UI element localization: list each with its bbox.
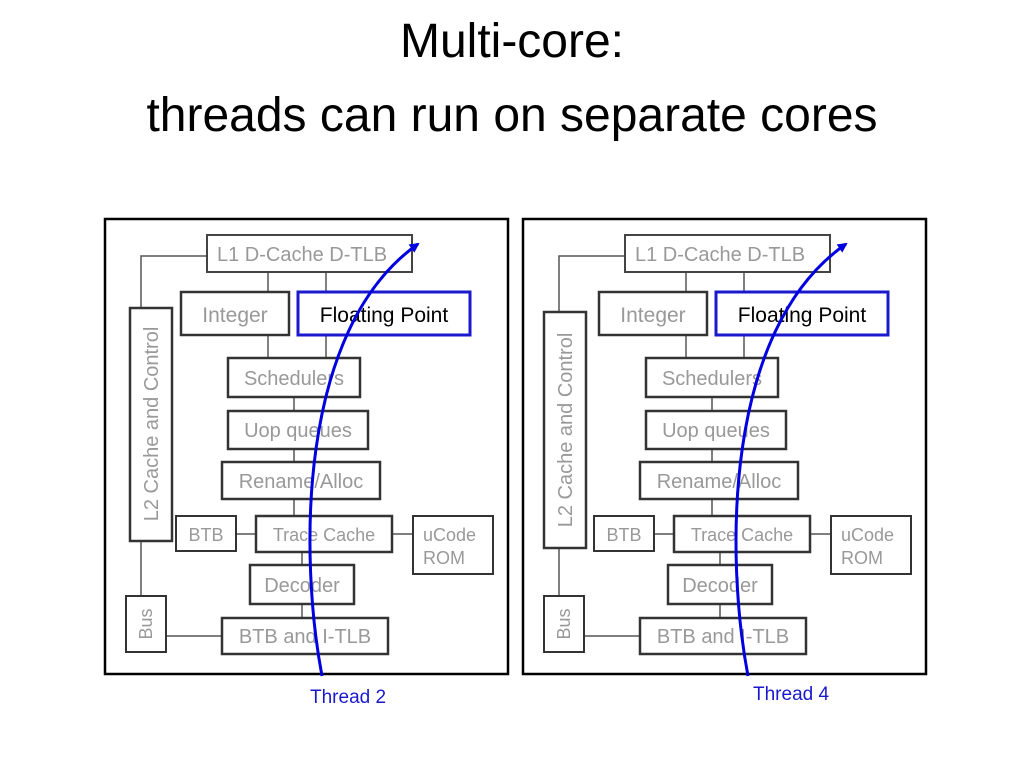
rename-alloc-block <box>220 460 382 501</box>
bus-label: Bus <box>136 608 156 639</box>
schedulers-block <box>226 356 362 399</box>
floating-point-label: Floating Point <box>320 304 449 327</box>
thread-label: Thread 2 <box>310 687 386 708</box>
btb-block <box>175 515 237 552</box>
integer-label: Integer <box>202 304 267 327</box>
core-2: L1 D-Cache D-TLB Integer Floating Point … <box>521 217 928 705</box>
uop-queues-label: Uop queues <box>244 420 352 442</box>
core-1: L1 D-Cache D-TLB Integer Floating Point … <box>103 217 510 708</box>
trace-cache-label: Trace Cache <box>691 525 793 545</box>
l1-cache-label: L1 D-Cache D-TLB <box>217 244 387 266</box>
l1-cache-block <box>206 234 413 273</box>
schedulers-label: Schedulers <box>662 368 762 390</box>
thread-label: Thread 4 <box>753 684 829 705</box>
btb-itlb-label: BTB and I-TLB <box>239 626 371 648</box>
decoder-block <box>666 563 774 606</box>
ucode-rom-block <box>412 515 494 575</box>
btb-itlb-label: BTB and I-TLB <box>657 626 789 648</box>
decoder-label: Decoder <box>682 575 758 597</box>
rom-label: ROM <box>423 548 465 568</box>
l2-cache-block <box>542 310 588 550</box>
connectors <box>558 255 831 637</box>
bus-block <box>543 595 585 653</box>
integer-block <box>179 290 291 337</box>
btb-itlb-block <box>220 616 390 656</box>
trace-cache-block <box>672 514 812 554</box>
core-frame <box>521 217 928 676</box>
ucode-rom-block <box>830 515 912 575</box>
l1-cache-label: L1 D-Cache D-TLB <box>635 244 805 266</box>
integer-block <box>597 290 709 337</box>
btb-block <box>593 515 655 552</box>
btb-label: BTB <box>606 525 641 545</box>
uop-queues-block <box>644 409 788 451</box>
uop-queues-block <box>226 409 370 451</box>
l2-cache-label: L2 Cache and Control <box>555 333 577 528</box>
rom-label: ROM <box>841 548 883 568</box>
l2-cache-block <box>128 306 174 543</box>
floating-point-label: Floating Point <box>738 304 867 327</box>
rename-alloc-block <box>638 460 800 501</box>
schedulers-label: Schedulers <box>244 368 344 390</box>
schedulers-block <box>644 356 780 399</box>
trace-cache-label: Trace Cache <box>273 525 375 545</box>
thread-arrow <box>734 242 848 677</box>
thread-arrow <box>308 242 420 677</box>
l2-cache-label: L2 Cache and Control <box>141 327 163 522</box>
trace-cache-block <box>254 514 394 554</box>
core-frame <box>103 217 510 676</box>
l1-cache-block <box>624 234 831 273</box>
connectors <box>140 255 413 637</box>
ucode-label: uCode <box>423 525 476 545</box>
rename-alloc-label: Rename/Alloc <box>239 471 364 493</box>
uop-queues-label: Uop queues <box>662 420 770 442</box>
ucode-label: uCode <box>841 525 894 545</box>
btb-itlb-block <box>638 616 808 656</box>
integer-label: Integer <box>620 304 685 327</box>
decoder-block <box>248 563 356 606</box>
floating-point-block <box>714 290 890 337</box>
slide-title-line1: Multi-core: <box>399 15 625 68</box>
decoder-label: Decoder <box>264 575 340 597</box>
bus-label: Bus <box>554 608 574 639</box>
bus-block <box>125 595 167 653</box>
btb-label: BTB <box>188 525 223 545</box>
floating-point-block <box>296 290 472 337</box>
rename-alloc-label: Rename/Alloc <box>657 471 782 493</box>
slide-title-line2: threads can run on separate cores <box>146 89 878 142</box>
